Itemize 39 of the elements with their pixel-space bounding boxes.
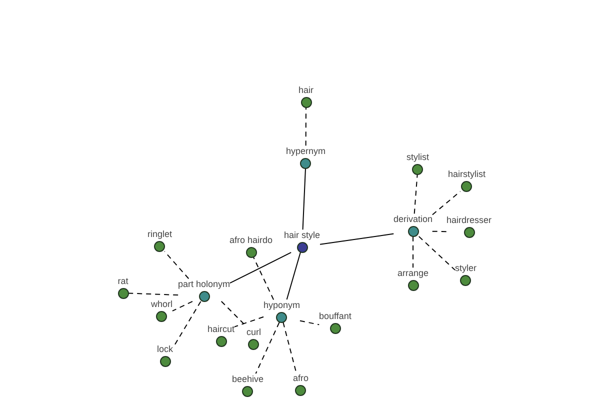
node-label: hypernym: [286, 146, 326, 156]
dashed-line: [432, 190, 461, 216]
node-label: bouffant: [319, 310, 352, 322]
dashed-line: [253, 256, 274, 300]
dashed-line: [299, 320, 320, 326]
node-label: derivation: [394, 214, 433, 224]
node-label: haircut: [208, 324, 235, 334]
node-label: ringlet: [148, 228, 172, 240]
dashed-line: [172, 300, 193, 312]
connector-line: [229, 252, 292, 284]
connector-line: [286, 252, 301, 300]
node-label: hairstylist: [448, 168, 486, 180]
dashed-line: [128, 292, 179, 296]
node-label: hairdresser: [446, 214, 492, 226]
dashed-line: [255, 322, 280, 374]
node-label: afro: [293, 372, 309, 384]
dashed-line: [432, 230, 448, 232]
connector-line: [320, 233, 394, 245]
dashed-line: [418, 236, 456, 271]
dashed-line: [234, 316, 264, 328]
node-label: hair: [298, 84, 314, 96]
node-label: afro hairdo: [230, 234, 273, 246]
dashed-line: [414, 174, 418, 214]
connector-line: [302, 168, 306, 230]
node-label: whorl: [151, 298, 173, 310]
node-label: rat: [118, 276, 128, 286]
node-label: styler: [455, 262, 477, 274]
node-label: hair style: [284, 230, 320, 240]
dashed-line: [305, 106, 306, 146]
node-label: hyponym: [264, 300, 300, 310]
node-label: beehive: [232, 374, 264, 384]
node-label: lock: [157, 344, 174, 354]
node-label: stylist: [406, 152, 429, 162]
node-label: part holonym: [178, 278, 230, 290]
dashed-line: [412, 236, 414, 268]
node-label: curl: [246, 326, 262, 338]
dashed-line: [282, 322, 297, 374]
dashed-line: [164, 250, 190, 280]
node-label: arrange: [398, 268, 429, 278]
